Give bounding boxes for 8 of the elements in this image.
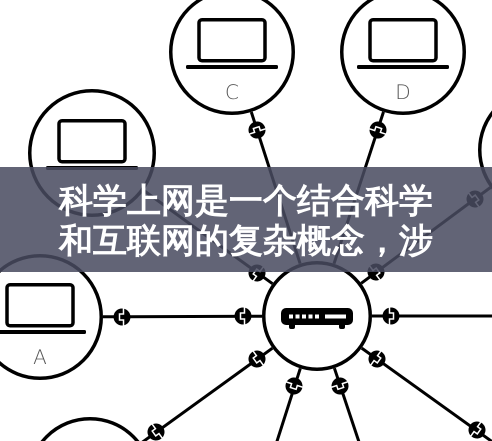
node-label: A xyxy=(33,347,47,367)
node-label: D xyxy=(395,82,411,102)
title: 科学上网是一个结合科学和互联网的复杂概念，涉 xyxy=(57,181,434,261)
connection-line xyxy=(372,314,492,318)
connection-line xyxy=(103,314,262,318)
connection-line xyxy=(140,346,274,441)
node-label: C xyxy=(225,82,239,102)
connection-line xyxy=(360,346,492,441)
